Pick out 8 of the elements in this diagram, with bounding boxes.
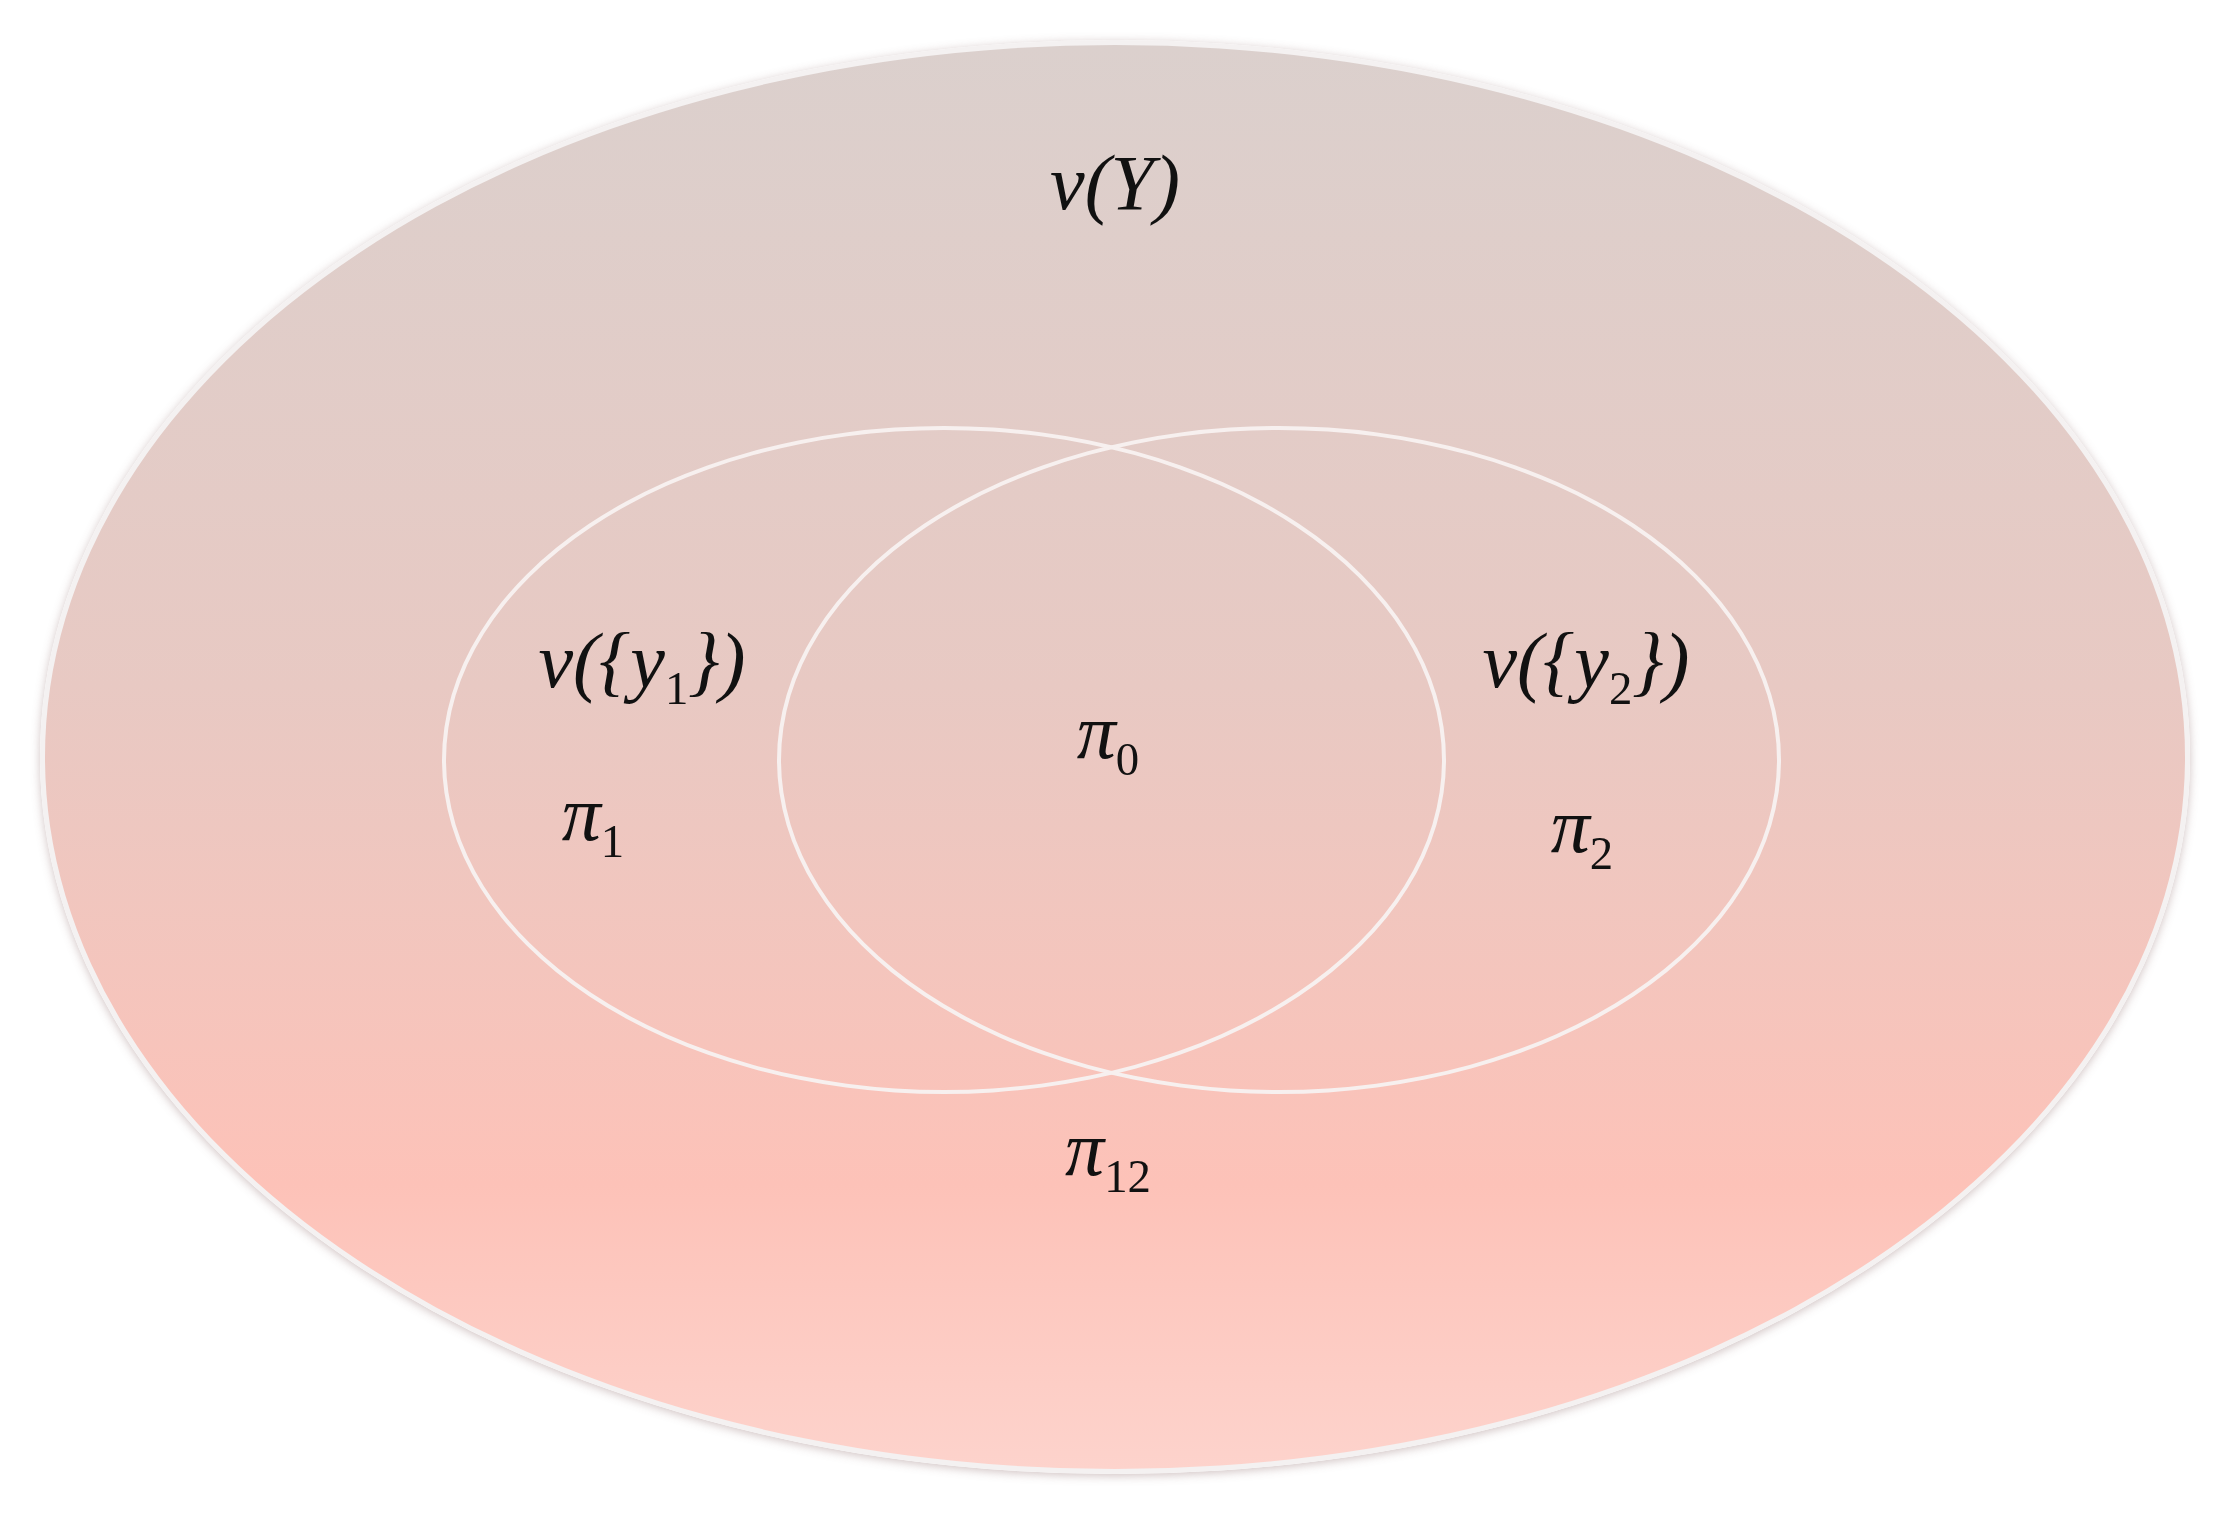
set-label: ν({y$_{2}$}) bbox=[1482, 622, 1690, 712]
set-label: π$_{2}$ bbox=[1550, 787, 1614, 877]
region-label: π$_{12}$ bbox=[1065, 1110, 1151, 1200]
set-ellipse bbox=[442, 426, 1446, 1094]
set-ellipse bbox=[777, 426, 1781, 1094]
set-label: π$_{1}$ bbox=[561, 775, 625, 865]
region-label: π$_{0}$ bbox=[1076, 693, 1140, 783]
set-label: ν({y$_{1}$}) bbox=[538, 622, 746, 712]
